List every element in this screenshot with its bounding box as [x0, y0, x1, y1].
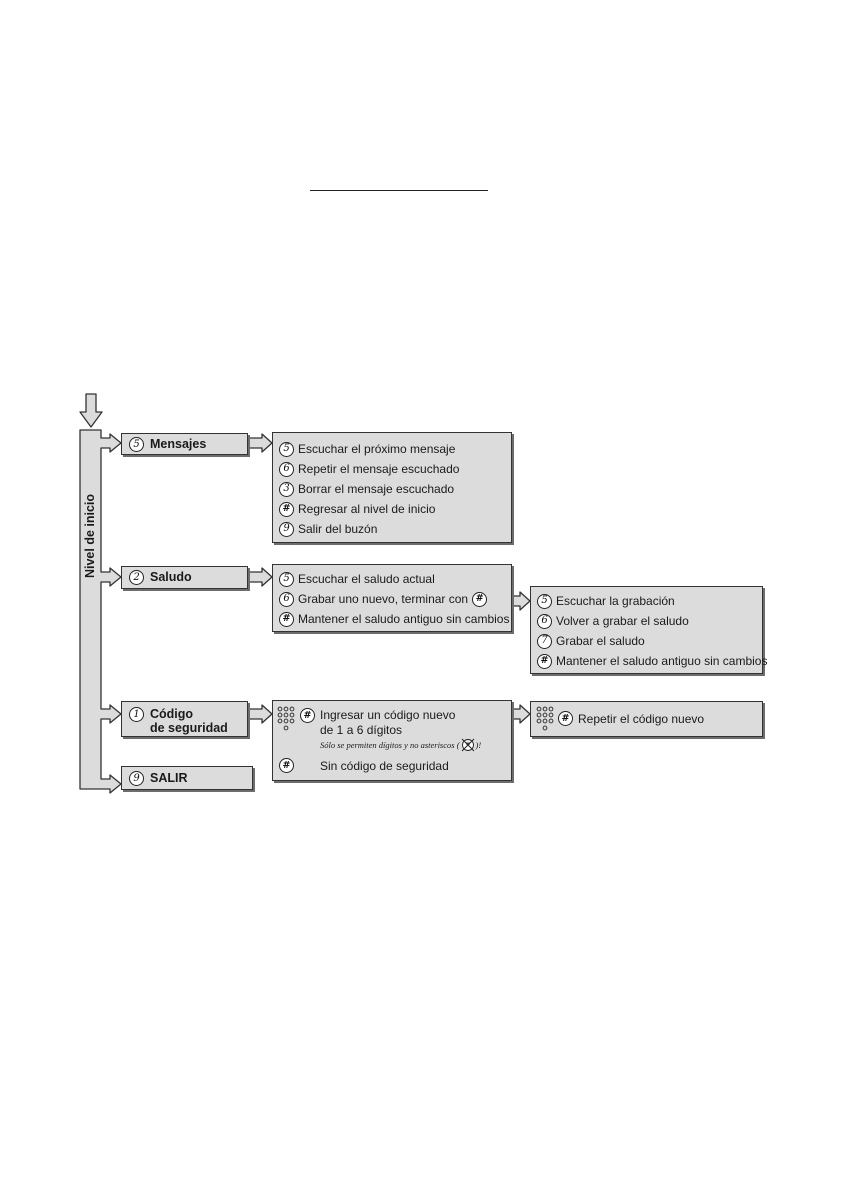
option-text: Regresar al nivel de inicio [298, 502, 436, 516]
arrow-saludo [247, 567, 273, 587]
menu-salir-label: SALIR [150, 771, 188, 785]
menu-codigo-label-1: Código [150, 707, 194, 721]
repetir-text: Repetir el código nuevo [578, 712, 705, 726]
option-text: Escuchar el saludo actual [298, 572, 435, 586]
key-9-icon: 9 [279, 521, 294, 537]
menu-salir: 9 SALIR [121, 766, 253, 790]
mensajes-options-box: 5 Escuchar el próximo mensaje 6 Repetir … [272, 432, 512, 543]
key-5-icon: 5 [279, 571, 294, 587]
key-6-icon: 6 [279, 591, 294, 607]
key-9-icon: 9 [129, 771, 144, 786]
arrow-codigo [247, 704, 273, 724]
title-underline [310, 190, 488, 191]
nivel-de-inicio-label: Nivel de inicio [80, 430, 101, 642]
option-text: Volver a grabar el saludo [556, 614, 689, 628]
grabacion-options-box: 5 Escuchar la grabación 6 Volver a graba… [530, 586, 767, 674]
svg-text:*: * [465, 741, 470, 751]
key-7-icon: 7 [537, 633, 552, 649]
option-text: Grabar uno nuevo, terminar con [298, 592, 469, 606]
key-hash-icon: # [300, 708, 315, 723]
arrow-mensajes [247, 433, 273, 453]
keypad-icon [277, 706, 295, 731]
option-row: # Mantener el saludo antiguo sin cambios [537, 651, 767, 671]
key-2-icon: 2 [129, 570, 144, 585]
option-row: # Regresar al nivel de inicio [279, 499, 435, 519]
arrow-grabacion [511, 591, 531, 611]
codigo-new-line1: Ingresar un código nuevo [320, 708, 456, 722]
key-6-icon: 6 [279, 461, 294, 477]
option-row: 9 Salir del buzón [279, 519, 377, 539]
option-text: Grabar el saludo [556, 634, 645, 648]
option-row: 5 Escuchar el próximo mensaje [279, 439, 455, 459]
codigo-note-end: )! [475, 740, 482, 750]
option-text: Escuchar la grabación [556, 594, 675, 608]
codigo-options-box: # Ingresar un código nuevo de 1 a 6 dígi… [272, 700, 512, 781]
option-row: 5 Escuchar el saludo actual [279, 569, 435, 589]
codigo-note: Sólo se permiten dígitos y no asteriscos… [320, 738, 481, 752]
key-3-icon: 3 [279, 481, 294, 497]
key-1-icon: 1 [129, 707, 144, 722]
option-row: # Mantener el saludo antiguo sin cambios [279, 609, 509, 629]
nivel-de-inicio-text: Nivel de inicio [83, 493, 98, 579]
option-text: Borrar el mensaje escuchado [298, 482, 455, 496]
option-row: 6 Volver a grabar el saludo [537, 611, 689, 631]
option-row: 6 Repetir el mensaje escuchado [279, 459, 459, 479]
sin-codigo-text: Sin código de seguridad [320, 759, 449, 773]
menu-codigo-label-2: de seguridad [150, 721, 228, 735]
key-hash-icon: # [279, 501, 294, 517]
key-hash-icon: # [279, 758, 294, 773]
codigo-new-line2: de 1 a 6 dígitos [320, 723, 403, 737]
key-5-icon: 5 [537, 593, 552, 609]
key-hash-icon: # [537, 653, 552, 669]
key-hash-icon: # [279, 611, 294, 627]
saludo-options-box: 5 Escuchar el saludo actual 6 Grabar uno… [272, 564, 512, 632]
option-text: Mantener el saludo antiguo sin cambios [298, 612, 510, 626]
menu-saludo: 2 Saludo [121, 566, 248, 589]
key-hash-icon: # [472, 591, 488, 607]
menu-mensajes-label: Mensajes [150, 437, 207, 451]
option-row: 7 Grabar el saludo [537, 631, 645, 651]
menu-codigo: 1 Código de seguridad [121, 701, 248, 737]
option-text: Escuchar el próximo mensaje [298, 442, 456, 456]
keypad-icon [536, 706, 554, 731]
option-row: 6 Grabar uno nuevo, terminar con # [279, 589, 491, 609]
key-hash-icon: # [558, 711, 573, 726]
key-6-icon: 6 [537, 613, 552, 629]
option-text: Mantener el saludo antiguo sin cambios [556, 654, 768, 668]
entry-arrow [79, 393, 103, 428]
option-row: 5 Escuchar la grabación [537, 591, 675, 611]
option-row: 3 Borrar el mensaje escuchado [279, 479, 454, 499]
key-5-icon: 5 [279, 441, 294, 457]
option-text: Salir del buzón [298, 522, 378, 536]
key-5-icon: 5 [129, 437, 144, 452]
menu-saludo-label: Saludo [150, 570, 192, 584]
repetir-box: # Repetir el código nuevo [530, 701, 763, 737]
codigo-note-text: Sólo se permiten dígitos y no asteriscos… [320, 740, 460, 750]
option-text: Repetir el mensaje escuchado [298, 462, 460, 476]
arrow-repetir [511, 704, 531, 724]
no-asterisk-icon: * [461, 738, 474, 752]
menu-mensajes: 5 Mensajes [121, 433, 248, 455]
